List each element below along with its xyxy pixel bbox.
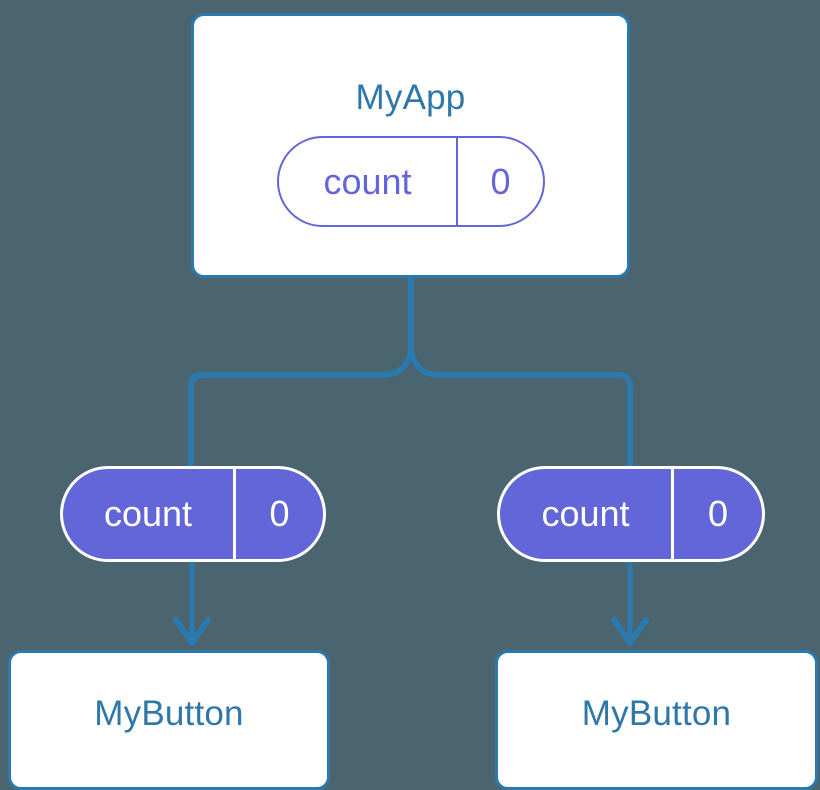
state-pill-key: count — [279, 138, 458, 225]
component-label-myapp: MyApp — [355, 78, 466, 117]
state-pill-key: count — [500, 469, 674, 559]
state-pill-child-left[interactable]: count 0 — [60, 466, 326, 562]
component-box-mybutton-left[interactable]: MyButton — [8, 650, 330, 790]
diagram-canvas: MyApp count 0 count 0 MyButton count 0 M… — [8, 13, 818, 790]
branch-line-left — [188, 349, 414, 469]
component-label-mybutton: MyButton — [581, 694, 732, 733]
state-pill-key: count — [63, 469, 236, 559]
state-pill-value: 0 — [490, 160, 511, 202]
component-label-mybutton: MyButton — [94, 694, 244, 733]
state-pill-child-right[interactable]: count 0 — [497, 466, 765, 562]
state-pill-value: 0 — [707, 493, 729, 534]
arrow-head-left-icon — [173, 617, 211, 646]
component-box-mybutton-right[interactable]: MyButton — [495, 650, 818, 790]
branch-line-right — [408, 349, 633, 469]
state-pill-value: 0 — [269, 493, 290, 534]
arrow-head-right-icon — [611, 617, 649, 646]
state-pill-myapp[interactable]: count 0 — [277, 136, 545, 227]
